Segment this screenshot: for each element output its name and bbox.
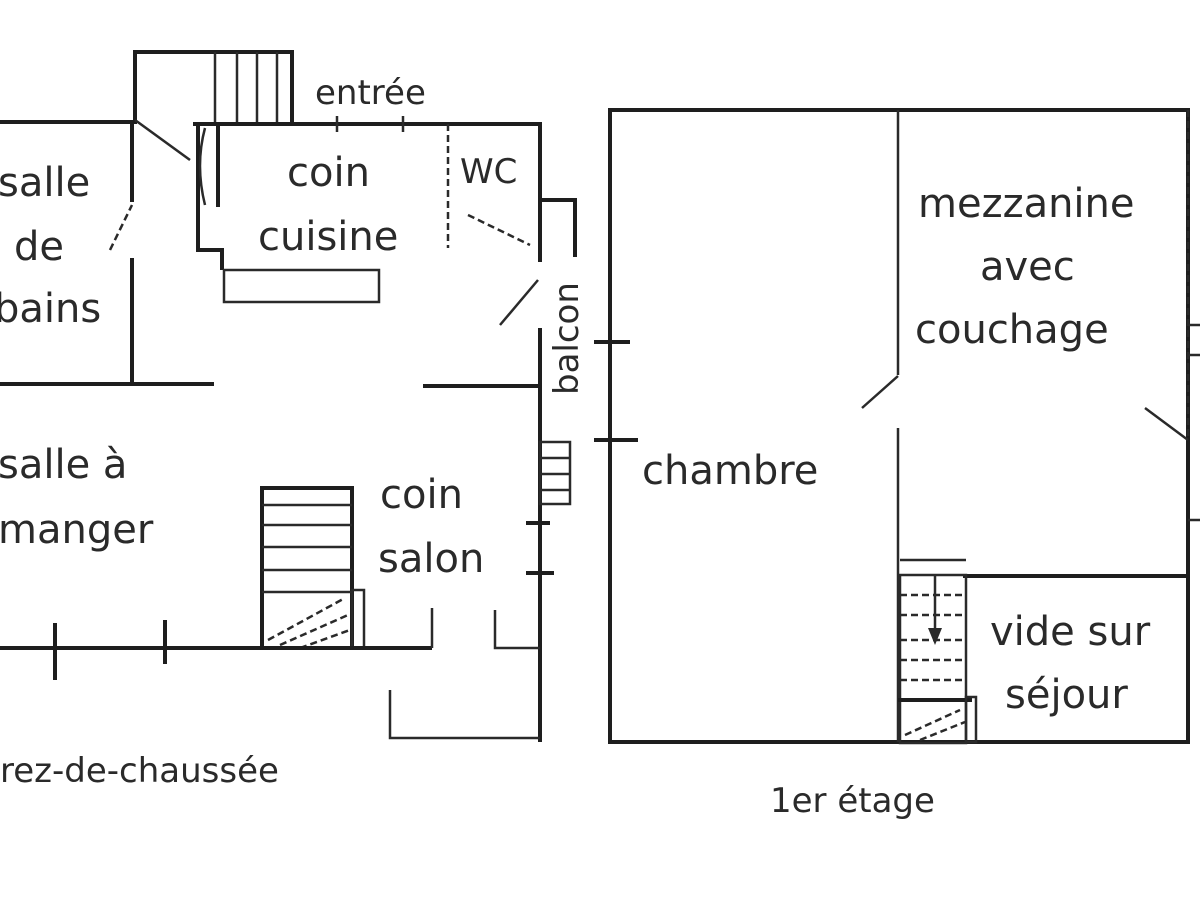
- first-floor-plan: [594, 108, 1200, 745]
- room-label-balcon: balcon: [547, 282, 587, 395]
- room-label-entree: entrée: [315, 73, 426, 113]
- room-label-salle-de-bains-1: salle: [0, 160, 90, 206]
- first-floor-caption: 1er étage: [770, 781, 935, 821]
- room-label-salle-de-bains-3: bains: [0, 286, 101, 332]
- first-floor-labels: chambre mezzanine avec couchage vide sur…: [642, 181, 1151, 821]
- room-label-mezzanine-1: mezzanine: [918, 181, 1135, 227]
- room-label-vide-sur-sejour-2: séjour: [1005, 672, 1128, 718]
- room-label-salle-a-manger-2: manger: [0, 507, 154, 553]
- room-label-coin-cuisine-1: coin: [287, 150, 370, 196]
- ground-floor-plan: [0, 50, 577, 742]
- room-label-mezzanine-3: couchage: [915, 307, 1109, 353]
- room-label-chambre: chambre: [642, 448, 818, 494]
- room-label-wc: WC: [460, 152, 517, 192]
- room-label-salle-de-bains-2: de: [14, 224, 64, 270]
- room-label-vide-sur-sejour-1: vide sur: [990, 609, 1151, 655]
- room-label-salle-a-manger-1: salle à: [0, 442, 127, 488]
- ground-floor-caption: rez-de-chaussée: [0, 751, 279, 791]
- room-label-coin-salon-1: coin: [380, 472, 463, 518]
- room-label-coin-cuisine-2: cuisine: [258, 214, 398, 260]
- ground-floor-labels: salle de bains entrée coin cuisine WC ba…: [0, 73, 587, 791]
- room-label-mezzanine-2: avec: [980, 244, 1075, 290]
- room-label-coin-salon-2: salon: [378, 536, 484, 582]
